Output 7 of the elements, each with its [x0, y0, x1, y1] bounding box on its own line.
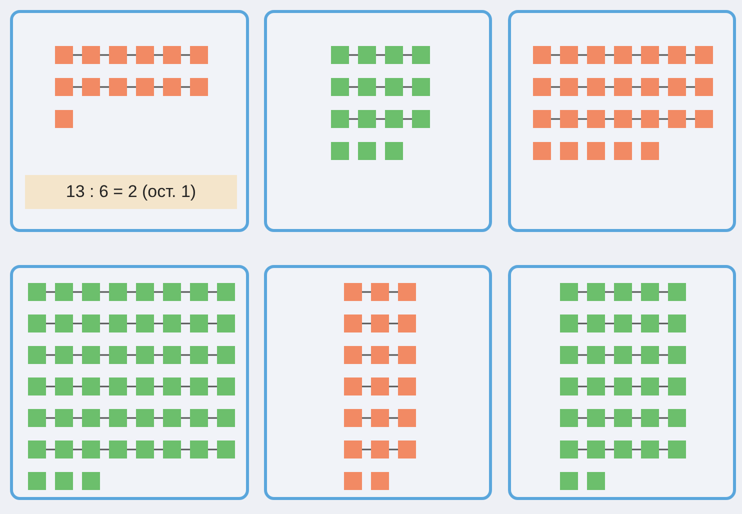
picture-panel: [508, 265, 736, 500]
picture-panel: [264, 10, 492, 232]
division-equation: 13 : 6 = 2 (ост. 1): [25, 175, 237, 209]
picture-panel: [10, 265, 249, 500]
picture-panel: [264, 265, 492, 500]
picture-panel: [10, 10, 249, 232]
picture-panel: [508, 10, 736, 232]
